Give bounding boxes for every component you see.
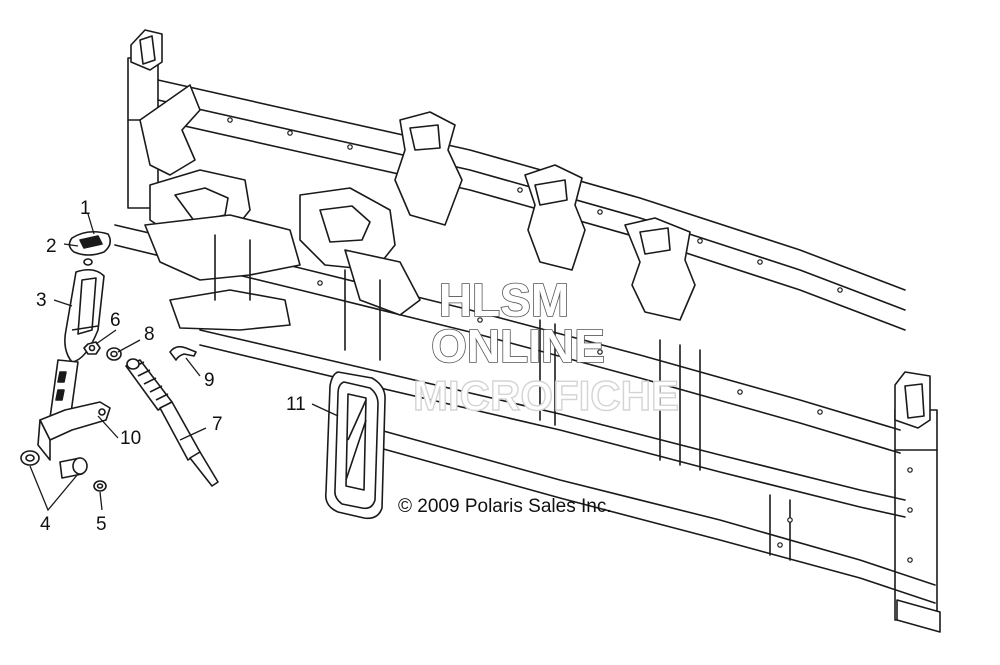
part-nut bbox=[83, 341, 101, 355]
frame-vertical-supports bbox=[539, 319, 701, 471]
callout-3: 3 bbox=[36, 290, 47, 311]
part-cotter-pin bbox=[169, 345, 197, 361]
frame-right-post bbox=[894, 371, 941, 633]
callout-leaders bbox=[29, 213, 339, 512]
part-shift-lever-arm bbox=[37, 401, 111, 461]
part-shift-boot bbox=[324, 371, 386, 520]
frame-mounting-holes bbox=[227, 117, 913, 563]
callout-10: 10 bbox=[120, 428, 141, 449]
watermark-line2: ONLINE bbox=[431, 320, 605, 372]
callout-1: 1 bbox=[80, 198, 91, 219]
part-shift-handle bbox=[64, 268, 105, 363]
part-knob-cap bbox=[68, 230, 112, 266]
frame-seat-brackets bbox=[394, 111, 696, 321]
callout-4: 4 bbox=[40, 514, 51, 535]
callout-8: 8 bbox=[144, 324, 155, 345]
vehicle-frame bbox=[114, 29, 941, 633]
part-shift-cable bbox=[125, 358, 219, 487]
watermark-line1: HLSM bbox=[439, 274, 569, 326]
frame-front-structure bbox=[139, 84, 421, 361]
callout-5: 5 bbox=[96, 514, 107, 535]
part-bushings bbox=[20, 450, 88, 479]
part-washer bbox=[106, 347, 122, 361]
callout-labels: 1 2 3 4 5 6 7 8 9 10 11 bbox=[36, 198, 306, 535]
frame-bottom-rail bbox=[379, 429, 936, 604]
watermark: HLSM ONLINE MICROFICHE bbox=[412, 273, 679, 420]
watermark-line3: MICROFICHE bbox=[413, 372, 679, 419]
callout-6: 6 bbox=[110, 310, 121, 331]
callout-7: 7 bbox=[212, 414, 223, 435]
copyright-text: © 2009 Polaris Sales Inc. bbox=[398, 496, 612, 517]
callout-11: 11 bbox=[286, 394, 306, 415]
callout-2: 2 bbox=[46, 236, 57, 257]
callout-9: 9 bbox=[204, 370, 215, 391]
part-clip bbox=[93, 480, 107, 492]
